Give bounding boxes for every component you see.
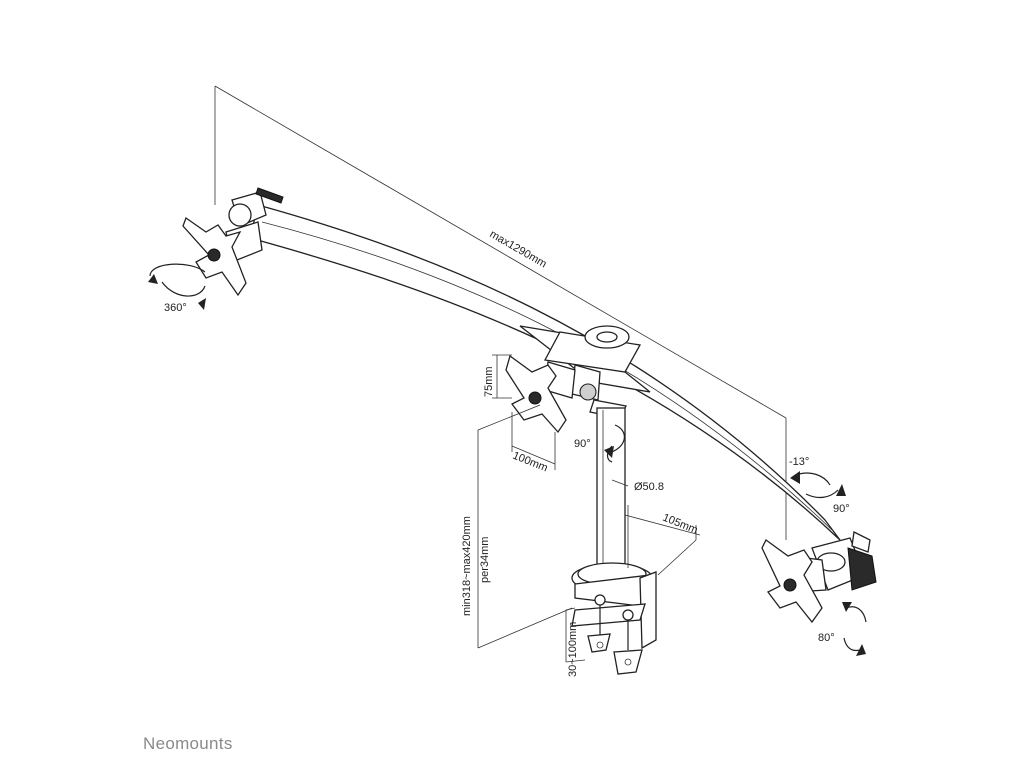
swivel-right-label: 80° [818, 632, 835, 644]
tilt-down-label: 90° [833, 503, 850, 515]
clamp-depth-dimension: 105mm [624, 505, 701, 576]
brand-logo: Neomounts [143, 734, 233, 753]
desk-thickness-label: 30~100mm [567, 622, 579, 677]
desk-clamp: 30~100mm [565, 562, 657, 677]
arm-length-label: max1290mm [488, 228, 549, 270]
height-range-dimension: min318~max420mm per34mm [461, 404, 573, 649]
height-step-label: per34mm [479, 537, 491, 583]
clamp-depth-label: 105mm [661, 512, 700, 537]
tilt-up-label: -13° [789, 456, 809, 468]
right-monitor-head: -13° 90° 80° [761, 456, 877, 656]
crossbar [249, 204, 841, 541]
rotation-left-label: 360° [164, 302, 187, 314]
pole: 90° Ø50.8 [574, 407, 664, 587]
vesa-height-label: 75mm [483, 366, 495, 397]
left-monitor-head: 360° [148, 187, 284, 314]
pole-diameter-label: Ø50.8 [634, 481, 664, 493]
center-hub [519, 325, 651, 419]
pole-tilt-label: 90° [574, 438, 591, 450]
center-monitor-head: 75mm 100mm [483, 354, 576, 475]
height-range-label: min318~max420mm [461, 516, 473, 616]
